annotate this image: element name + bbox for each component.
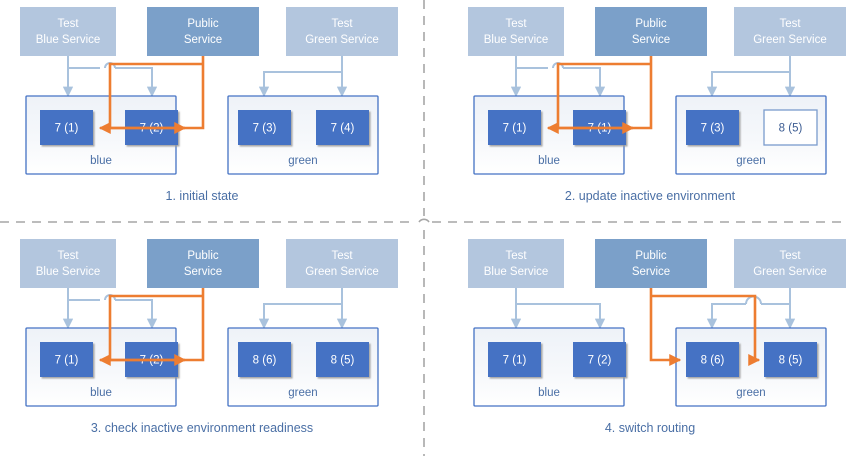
panel-caption: 2. update inactive environment xyxy=(565,189,736,203)
divider-crossing-jump xyxy=(418,218,430,223)
instance-box[interactable]: 8 (6) xyxy=(238,342,291,377)
connector-test-green xyxy=(258,288,348,330)
instance-label: 8 (6) xyxy=(701,355,725,367)
service-label-line2: Green Service xyxy=(305,34,379,46)
connector-test-green xyxy=(258,56,348,98)
environment-label-green: green xyxy=(288,387,317,399)
service-label-line2: Green Service xyxy=(305,266,379,278)
connector-test-green xyxy=(706,288,796,330)
panel-2: 7 (1) 7 (1) 7 (3) 8 (5) blue green Test xyxy=(468,7,846,203)
service-label-line1: Test xyxy=(331,18,353,30)
environment-label-blue: blue xyxy=(90,155,112,167)
panel-1: 7 (1) 7 (2) 7 (3) 7 (4) blue green xyxy=(20,7,398,203)
environment-label-blue: blue xyxy=(538,155,560,167)
service-box-public[interactable] xyxy=(147,7,259,56)
instance-box[interactable]: 7 (3) xyxy=(238,110,291,145)
environment-label-blue: blue xyxy=(538,387,560,399)
service-box-test-blue[interactable] xyxy=(468,239,564,288)
instance-box[interactable]: 7 (1) xyxy=(40,110,93,145)
instance-label: 7 (3) xyxy=(701,123,725,135)
service-label-line1: Test xyxy=(505,18,527,30)
connector-test-blue xyxy=(62,288,158,330)
service-box-test-green[interactable] xyxy=(286,7,398,56)
service-label-line2: Green Service xyxy=(753,34,827,46)
service-label-line1: Test xyxy=(57,18,79,30)
service-label-line2: Blue Service xyxy=(484,266,549,278)
instance-label: 8 (6) xyxy=(253,355,277,367)
service-label-line2: Service xyxy=(632,266,670,278)
service-label-line2: Blue Service xyxy=(36,34,101,46)
connector-test-green xyxy=(706,56,796,98)
service-label-line1: Test xyxy=(57,250,79,262)
instance-box[interactable]: 7 (1) xyxy=(40,342,93,377)
service-label-line2: Green Service xyxy=(753,266,827,278)
service-label-line1: Public xyxy=(635,18,667,30)
service-box-test-green[interactable] xyxy=(734,7,846,56)
environment-label-green: green xyxy=(736,155,765,167)
instance-label: 8 (5) xyxy=(331,355,355,367)
panel-caption: 1. initial state xyxy=(166,189,239,203)
panel-4: 7 (1) 7 (2) 8 (6) 8 (5) blue green Test xyxy=(468,239,846,435)
service-label-line1: Public xyxy=(187,250,219,262)
connector-test-blue xyxy=(510,288,606,330)
service-box-test-blue[interactable] xyxy=(20,239,116,288)
instance-label: 8 (5) xyxy=(779,355,803,367)
service-label-line1: Test xyxy=(779,18,801,30)
environment-label-blue: blue xyxy=(90,387,112,399)
instance-label: 7 (4) xyxy=(331,123,355,135)
service-label-line1: Public xyxy=(635,250,667,262)
instance-label: 7 (3) xyxy=(253,123,277,135)
service-box-test-green[interactable] xyxy=(286,239,398,288)
service-label-line1: Test xyxy=(779,250,801,262)
connector-test-blue xyxy=(510,56,606,98)
environment-label-green: green xyxy=(736,387,765,399)
service-label-line1: Test xyxy=(331,250,353,262)
instance-label: 8 (5) xyxy=(779,123,803,135)
instance-label: 7 (1) xyxy=(503,355,527,367)
panel-caption: 4. switch routing xyxy=(605,421,695,435)
instance-label: 7 (1) xyxy=(55,355,79,367)
panel-caption: 3. check inactive environment readiness xyxy=(91,421,313,435)
environment-label-green: green xyxy=(288,155,317,167)
panel-3: 7 (1) 7 (2) 8 (6) 8 (5) blue green Test xyxy=(20,239,398,435)
instance-box[interactable]: 7 (3) xyxy=(686,110,739,145)
service-label-line2: Service xyxy=(632,34,670,46)
routing-public-to-blue xyxy=(98,56,205,134)
service-label-line2: Service xyxy=(184,266,222,278)
service-label-line1: Public xyxy=(187,18,219,30)
service-box-test-blue[interactable] xyxy=(468,7,564,56)
instance-box-pending[interactable]: 8 (5) xyxy=(763,109,818,146)
instance-box[interactable]: 8 (5) xyxy=(316,342,369,377)
service-box-public[interactable] xyxy=(147,239,259,288)
service-box-test-blue[interactable] xyxy=(20,7,116,56)
service-label-line1: Test xyxy=(505,250,527,262)
routing-public-to-blue xyxy=(98,288,205,366)
instance-label: 7 (1) xyxy=(503,123,527,135)
service-box-public[interactable] xyxy=(595,7,707,56)
instance-label: 7 (1) xyxy=(55,123,79,135)
instance-label: 7 (2) xyxy=(588,355,612,367)
service-label-line2: Service xyxy=(184,34,222,46)
routing-public-to-blue xyxy=(546,56,653,134)
service-label-line2: Blue Service xyxy=(36,266,101,278)
instance-box[interactable]: 7 (1) xyxy=(488,110,541,145)
instance-box[interactable]: 7 (2) xyxy=(573,342,626,377)
instance-box[interactable]: 7 (4) xyxy=(316,110,369,145)
routing-public-to-green xyxy=(649,288,761,366)
service-label-line2: Blue Service xyxy=(484,34,549,46)
instance-box[interactable]: 7 (1) xyxy=(488,342,541,377)
service-box-test-green[interactable] xyxy=(734,239,846,288)
service-box-public[interactable] xyxy=(595,239,707,288)
instance-box[interactable]: 8 (5) xyxy=(764,342,817,377)
instance-box[interactable]: 8 (6) xyxy=(686,342,739,377)
